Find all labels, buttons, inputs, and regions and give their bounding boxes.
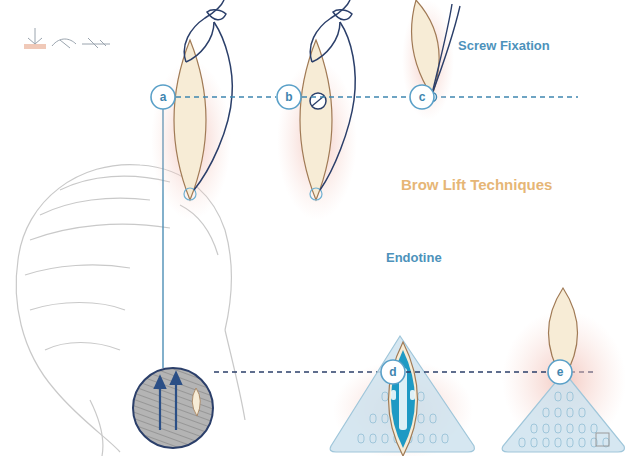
callout-letter: c [409, 90, 435, 104]
callout-letter: b [276, 90, 302, 104]
guide-line [432, 96, 578, 97]
callout-ring [381, 360, 405, 384]
technique-label: Screw Fixation [458, 38, 550, 53]
callout-letter: e [547, 365, 573, 379]
callout-circle: b [276, 84, 302, 110]
callout-circle: e [547, 359, 573, 385]
incision-c [402, 0, 460, 120]
callout-ring [410, 85, 434, 109]
incision-a [151, 0, 232, 220]
endotine-e [502, 288, 626, 452]
endotine-d [330, 336, 474, 456]
technique-icons [24, 28, 110, 49]
dashed-guide [302, 96, 409, 97]
incision-b [277, 0, 357, 220]
callout-ring [277, 85, 301, 109]
callout-circle: d [380, 359, 406, 385]
callout-circle: a [150, 84, 176, 110]
corner-square [596, 433, 609, 446]
callout-circle: c [409, 84, 435, 110]
technique-label: Endotine [386, 250, 442, 265]
callout-letter: d [380, 365, 406, 379]
diagram-title: Brow Lift Techniques [401, 176, 552, 193]
dashed-guide [176, 96, 276, 97]
dashed-guide [406, 371, 547, 372]
callout-letter: a [150, 90, 176, 104]
screw [310, 93, 326, 109]
callout-ring [151, 85, 175, 109]
callout-ring [548, 360, 572, 384]
zoom-scalp [130, 365, 220, 455]
